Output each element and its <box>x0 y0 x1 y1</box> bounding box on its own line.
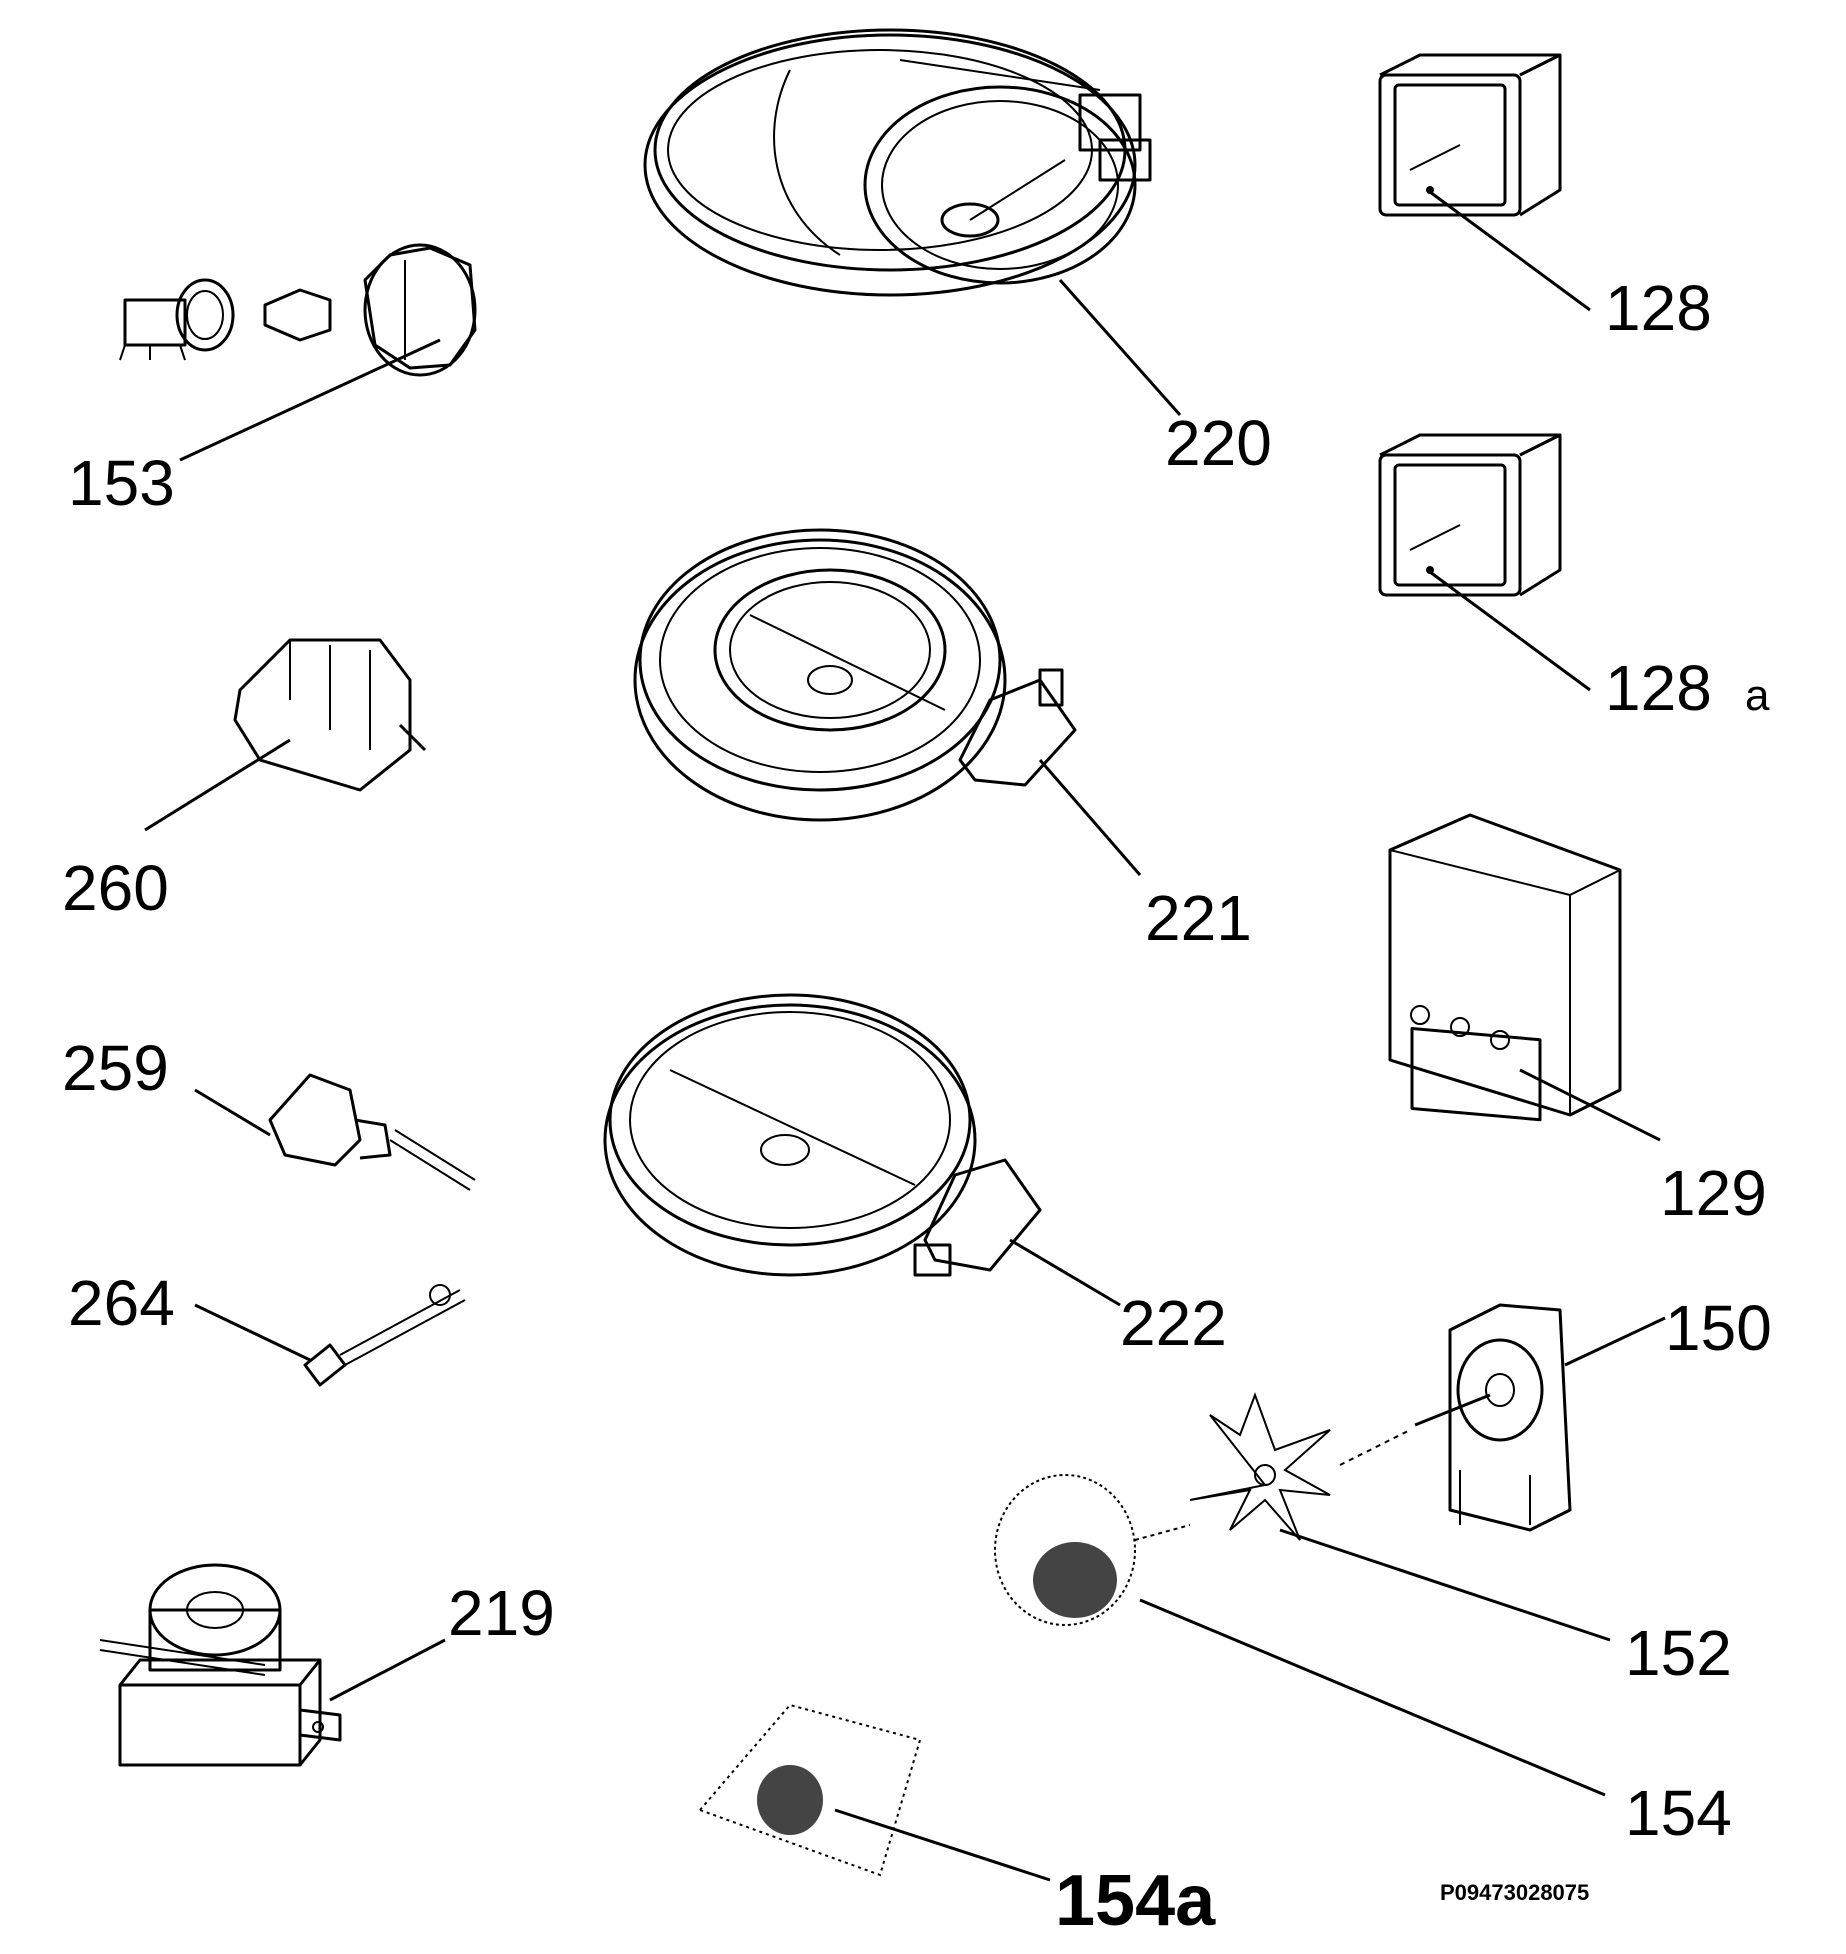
part-128a-energy-regulator <box>1378 433 1562 597</box>
callout-152: 152 <box>1625 1617 1732 1689</box>
callout-129: 129 <box>1660 1157 1767 1229</box>
part-220-oval-heating-element <box>643 28 1152 297</box>
leader-220 <box>1058 279 1182 416</box>
leader-222 <box>1009 1238 1121 1307</box>
leader-264 <box>194 1303 311 1362</box>
callout-222: 222 <box>1120 1287 1227 1359</box>
leader-153 <box>179 338 441 462</box>
callout-259: 259 <box>62 1032 169 1104</box>
part-129-timer-display <box>1388 813 1622 1122</box>
part-154-round-filter <box>994 1474 1191 1626</box>
leader-128a <box>1429 570 1591 692</box>
leader-128 <box>1429 190 1591 312</box>
leader-259 <box>194 1088 271 1137</box>
part-264-sensor <box>303 1284 466 1387</box>
callout-154: 154 <box>1625 1777 1732 1849</box>
figure-reference-code: P09473028075 <box>1440 1880 1589 1905</box>
leader-129 <box>1519 1068 1661 1142</box>
callout-220: 220 <box>1165 407 1272 479</box>
callout-150: 150 <box>1665 1292 1772 1364</box>
callout-221: 221 <box>1145 882 1252 954</box>
leader-154a <box>834 1808 1051 1882</box>
callout-264: 264 <box>68 1267 175 1339</box>
callout-153: 153 <box>68 447 175 519</box>
callout-260: 260 <box>62 852 169 924</box>
leader-150 <box>1564 1316 1666 1367</box>
callout-154a: 154a <box>1055 1861 1216 1941</box>
leader-260 <box>144 738 291 832</box>
leader-154 <box>1139 1598 1606 1797</box>
callout-219: 219 <box>448 1577 555 1649</box>
callout-128a: 128 <box>1605 652 1712 724</box>
callout-128: 128 <box>1605 272 1712 344</box>
part-260-selector-switch <box>233 638 427 792</box>
part-219-buzzer <box>99 1563 342 1767</box>
leader-152 <box>1279 1528 1611 1642</box>
part-152-fan-blade <box>1189 1392 1411 1541</box>
part-154a-filter-pad <box>698 1703 922 1877</box>
part-221-dual-heating-element <box>633 528 1077 822</box>
part-150-fan-motor <box>1414 1303 1572 1532</box>
callout-128a-suffix: a <box>1745 671 1770 720</box>
leader-221 <box>1038 759 1142 876</box>
part-222-heating-element <box>603 993 1042 1277</box>
part-259-thermostat <box>268 1073 476 1191</box>
part-128-energy-regulator <box>1378 53 1562 217</box>
part-153-oven-lamp <box>119 243 477 377</box>
leader-219 <box>329 1638 446 1702</box>
